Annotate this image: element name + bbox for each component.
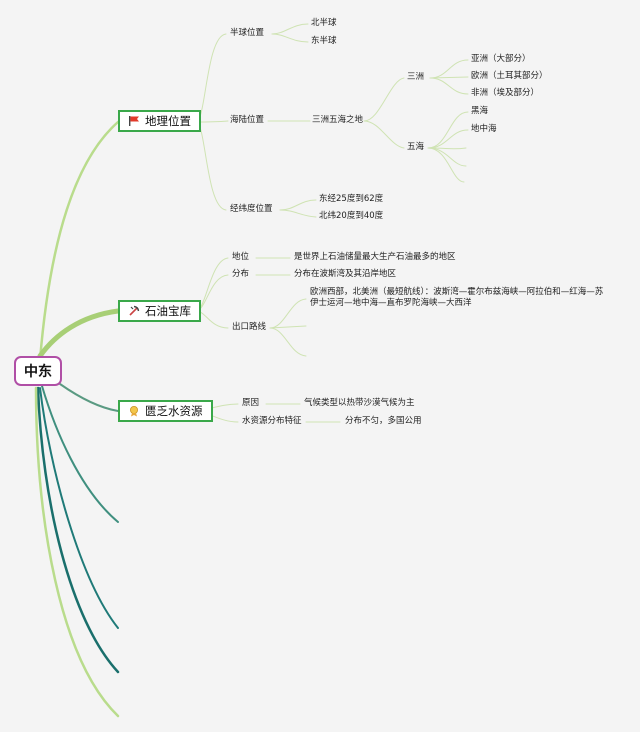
node-sea-land[interactable]: 海陆位置 — [230, 115, 265, 125]
node-status-text[interactable]: 是世界上石油储量最大生产石油最多的地区 — [294, 252, 456, 262]
pickaxe-icon — [128, 305, 140, 317]
node-black-sea[interactable]: 黑海 — [471, 106, 489, 116]
node-east-hemisphere[interactable]: 东半球 — [311, 36, 337, 46]
branch-empty-1 — [41, 385, 119, 523]
node-water-feature-text[interactable]: 分布不匀，多国公用 — [345, 416, 422, 426]
root-node[interactable]: 中东 — [14, 356, 62, 386]
node-export-route[interactable]: 出口路线 — [232, 322, 267, 332]
node-oil-label: 石油宝库 — [145, 304, 191, 318]
node-oil-treasury[interactable]: 石油宝库 — [118, 300, 201, 322]
branch-empty-2 — [39, 387, 119, 629]
node-water-label: 匮乏水资源 — [145, 404, 203, 418]
branch-water — [59, 383, 119, 412]
ribbon-medal-icon — [128, 405, 140, 417]
node-asia[interactable]: 亚洲（大部分） — [471, 54, 531, 64]
node-europe[interactable]: 欧洲（土耳其部分） — [471, 71, 548, 81]
branch-empty-3 — [36, 386, 120, 674]
node-geo-location[interactable]: 地理位置 — [118, 110, 201, 132]
node-longitude[interactable]: 东经25度到62度 — [319, 194, 384, 204]
node-distribution-text[interactable]: 分布在波斯湾及其沿岸地区 — [294, 269, 397, 279]
node-water-feature[interactable]: 水资源分布特征 — [242, 416, 302, 426]
red-flag-icon — [128, 115, 140, 127]
node-reason-text[interactable]: 气候类型以热带沙漠气候为主 — [304, 398, 415, 408]
node-mediterranean[interactable]: 地中海 — [471, 124, 497, 134]
node-hemisphere[interactable]: 半球位置 — [230, 28, 265, 38]
branch-oil — [37, 308, 121, 359]
branch-geo — [38, 120, 120, 362]
node-reason[interactable]: 原因 — [242, 398, 260, 408]
branch-empty-4 — [34, 386, 120, 718]
node-export-route-text[interactable]: 欧洲西部，北美洲（最短航线）：波斯湾—霍尔布兹海峡—阿拉伯和—红海—苏伊士运河—… — [310, 287, 604, 308]
node-north-hemisphere[interactable]: 北半球 — [311, 18, 337, 28]
node-three-continents[interactable]: 三洲 — [407, 72, 425, 82]
node-three-five[interactable]: 三洲五海之地 — [312, 115, 364, 125]
node-five-seas[interactable]: 五海 — [407, 142, 425, 152]
node-latitude[interactable]: 北纬20度到40度 — [319, 211, 384, 221]
node-geo-label: 地理位置 — [145, 114, 191, 128]
node-water-scarce[interactable]: 匮乏水资源 — [118, 400, 213, 422]
node-distribution[interactable]: 分布 — [232, 269, 250, 279]
node-africa[interactable]: 非洲（埃及部分） — [471, 88, 540, 98]
node-lat-lon[interactable]: 经纬度位置 — [230, 204, 273, 214]
root-label: 中东 — [24, 364, 52, 380]
node-status[interactable]: 地位 — [232, 252, 250, 262]
